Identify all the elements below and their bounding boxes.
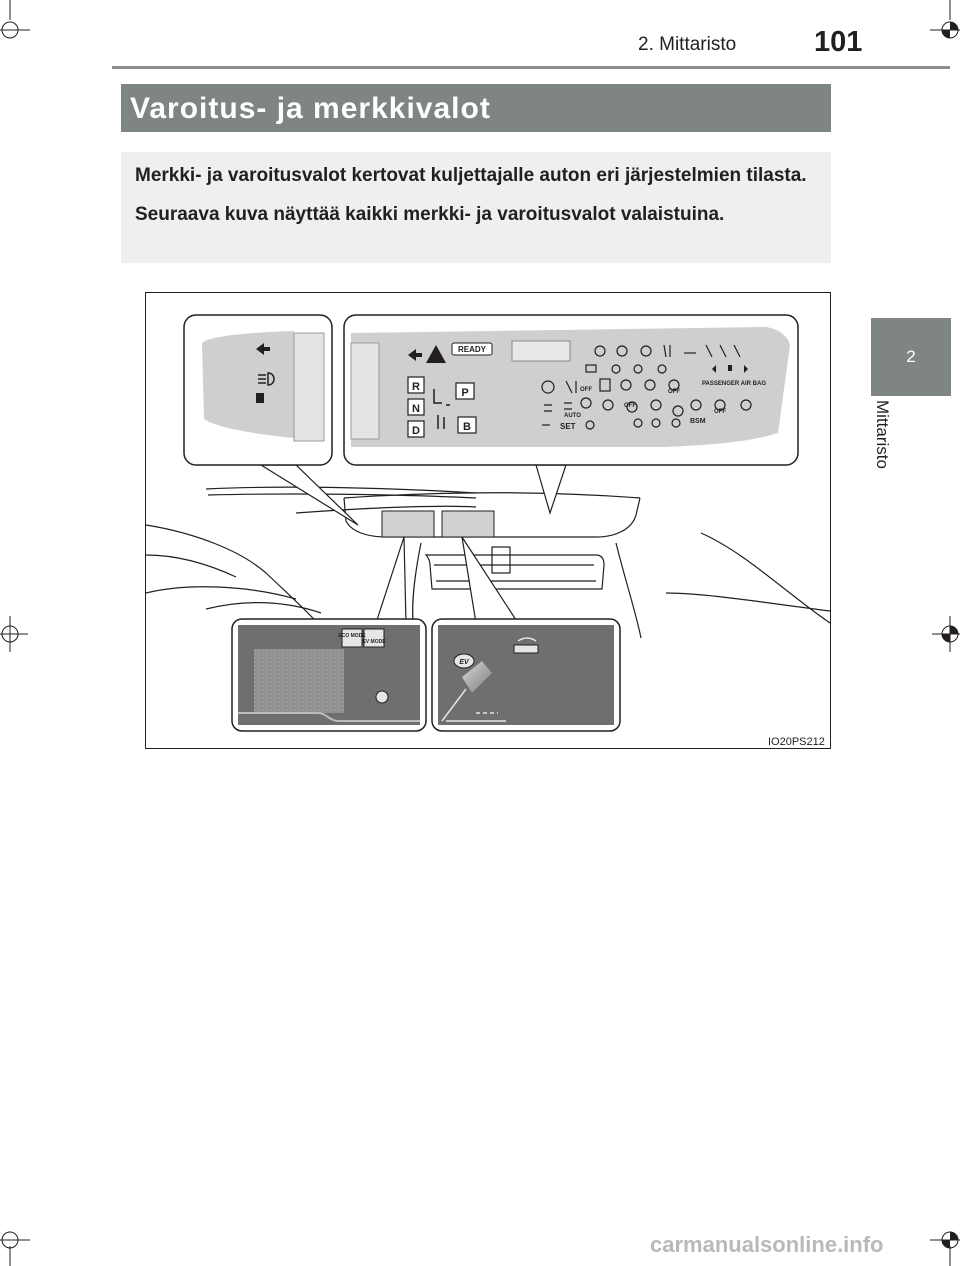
dash-screens [381,510,495,538]
off-label-2: OFF [624,403,636,409]
ev-indicator: EV [459,659,470,666]
section-heading: Varoitus- ja merkkivalot [121,84,831,132]
ev-mode-indicator: EV MODE [362,639,386,645]
intro-paragraph-2: Seuraava kuva näyttää kaikki merkki- ja … [135,204,725,225]
bsm-label: BSM [690,418,706,425]
footer-watermark: carmanualsonline.info [650,1232,884,1257]
chapter-tab[interactable]: 2 [871,318,951,396]
off-label-3: OFF [668,389,680,395]
callout-right: READY R N D P B [343,314,799,466]
intro-box: Merkki- ja varoitusvalot kertovat kuljet… [121,152,831,263]
auto-label: AUTO [564,413,581,419]
intro-paragraph-1: Merkki- ja varoitusvalot kertovat kuljet… [135,165,807,186]
indicator-icons [541,344,752,430]
ready-indicator: READY [458,345,487,354]
passenger-airbag-label: PASSENGER AIR BAG [702,381,766,387]
eco-mode-indicator: ECO MODE [338,633,366,639]
chapter-label: Mittaristo [873,400,892,469]
callout-bottom-right: EV [431,618,621,732]
gear-b: B [463,421,471,433]
dashboard-figure: READY R N D P B [145,292,831,749]
page-number: 101 [814,26,863,58]
figure-code: IO20PS212 [768,736,825,748]
off-label-4: OFF [714,409,726,415]
chapter-number: 2 [906,347,916,366]
callout-bottom-left: ECO MODE EV MODE [231,618,427,732]
dashboard-illustration: READY R N D P B [146,314,830,732]
gear-r: R [412,381,420,393]
off-label-1: OFF [580,387,592,393]
gear-d: D [412,425,420,437]
gear-p: P [461,387,468,399]
gear-n: N [412,403,420,415]
set-label: SET [560,422,576,431]
header-rule [112,66,950,69]
callout-left [183,314,333,466]
section-title: 2. Mittaristo [638,34,737,55]
